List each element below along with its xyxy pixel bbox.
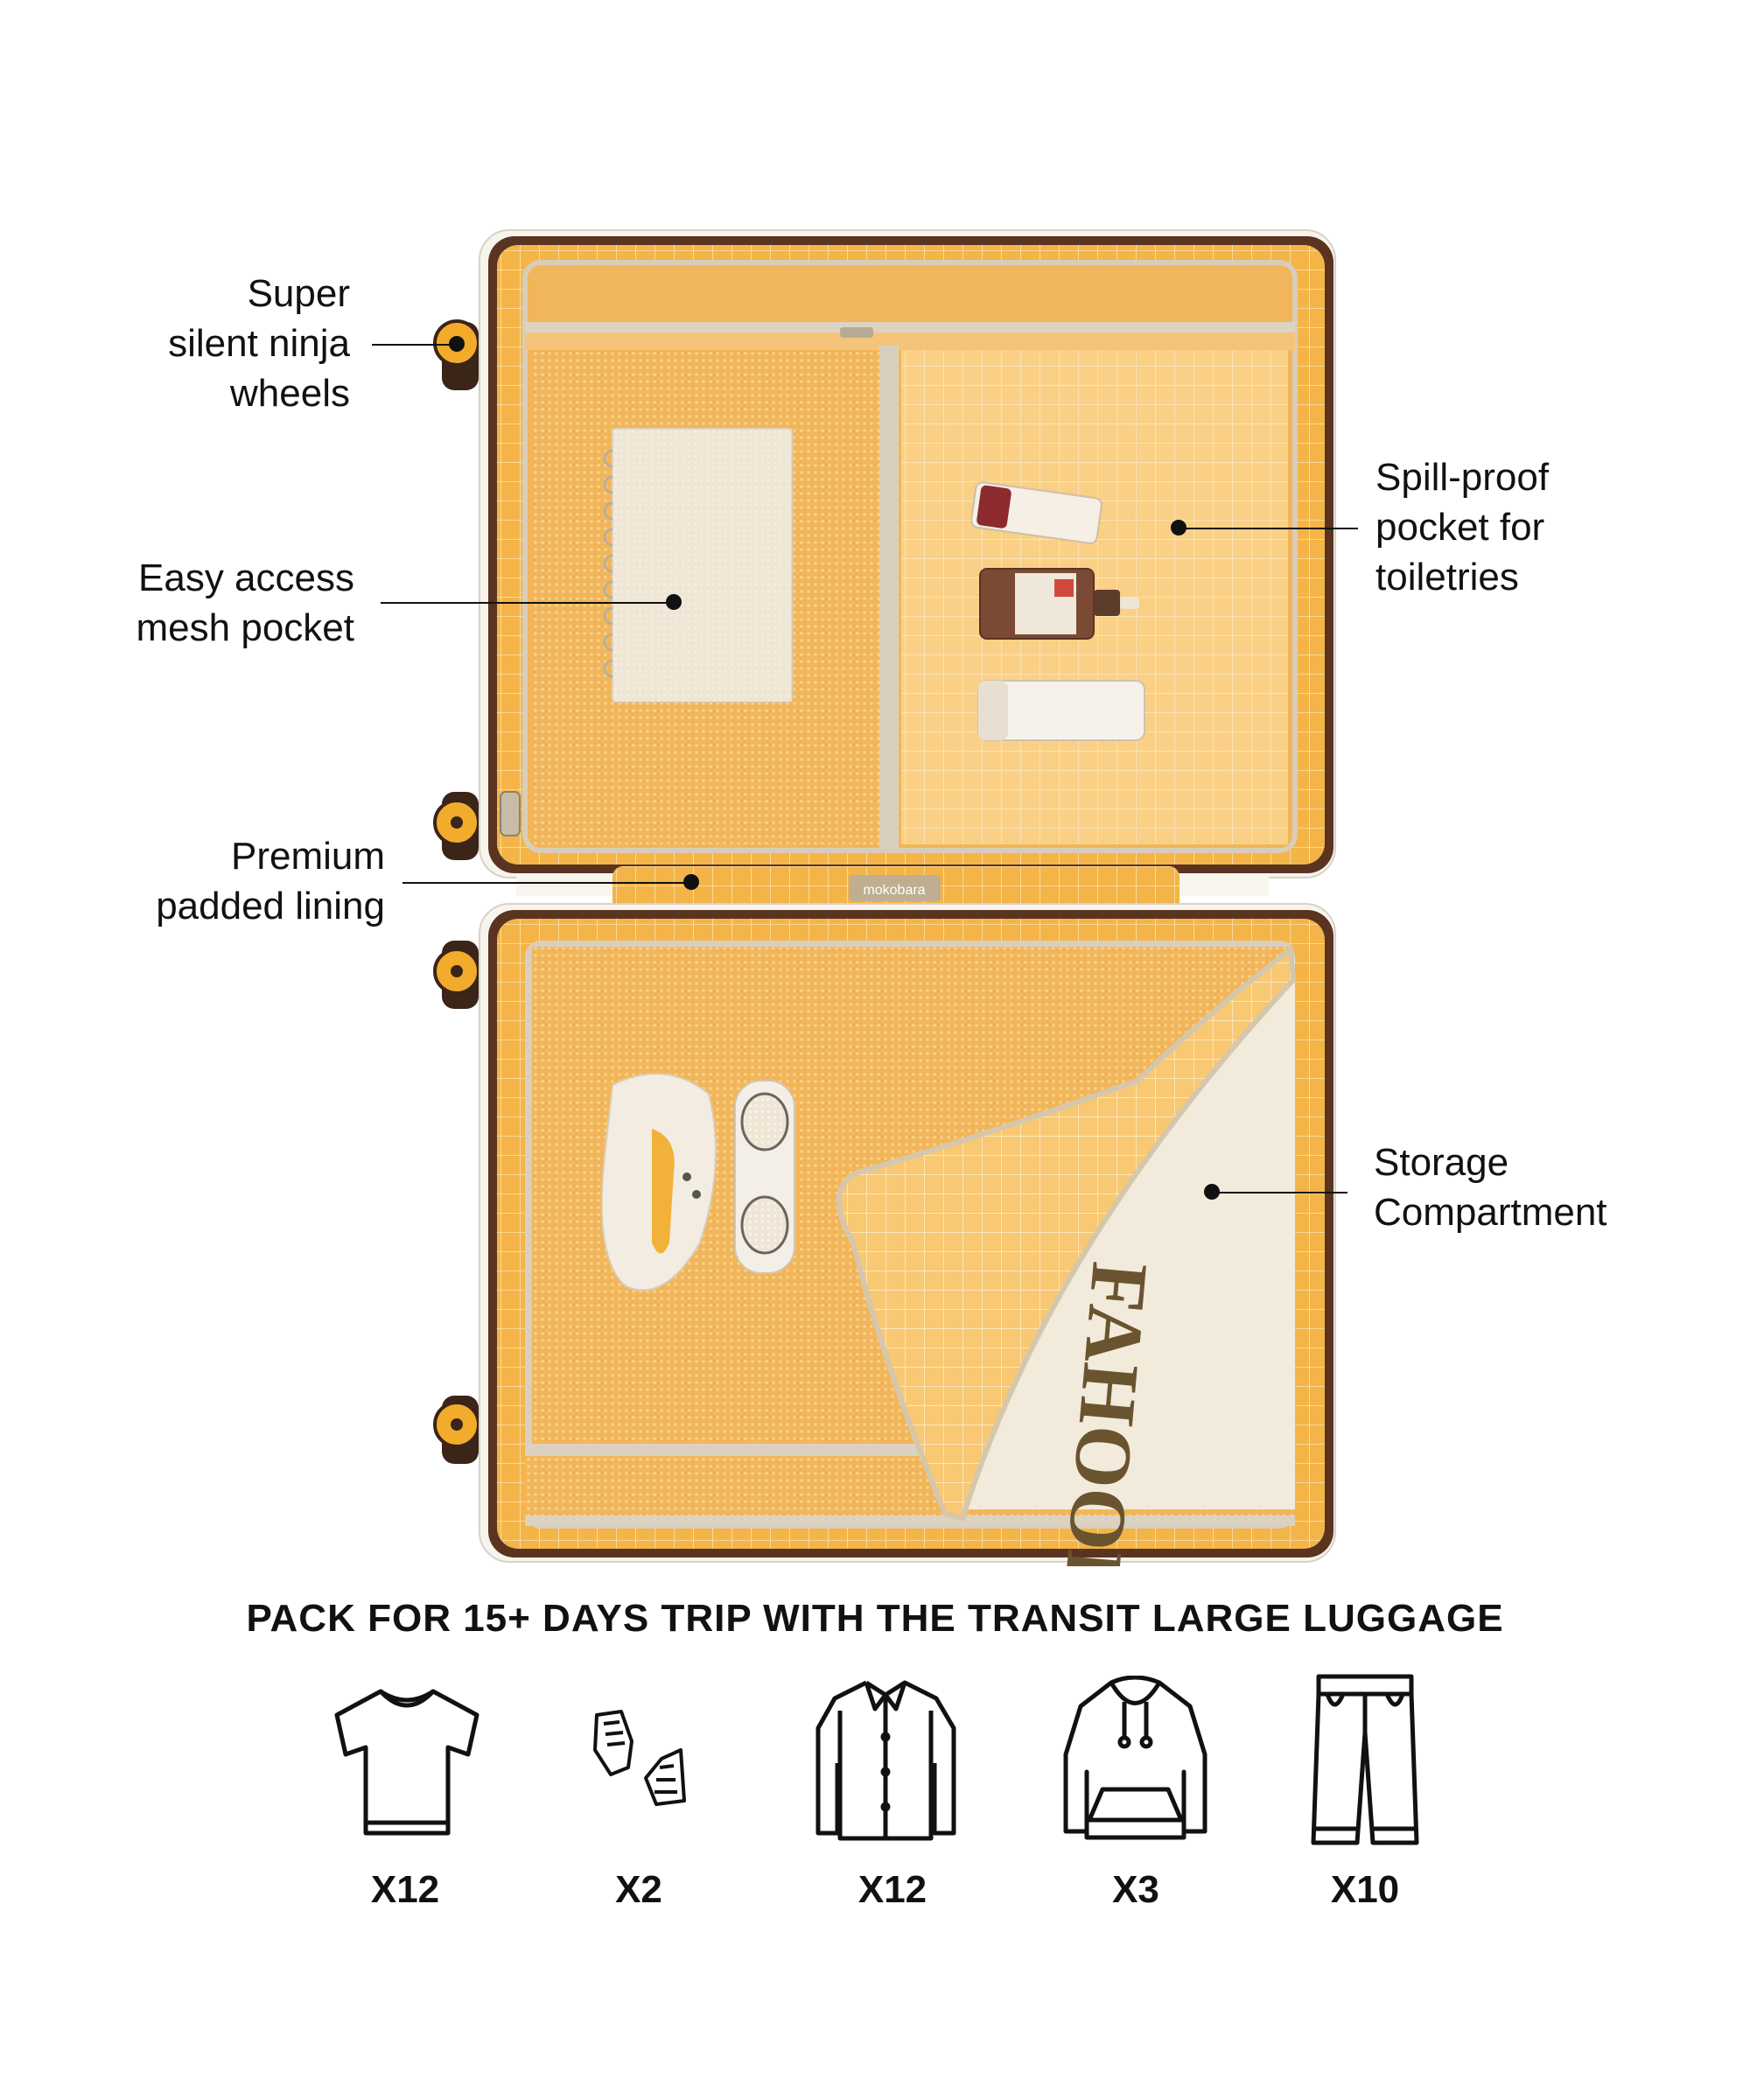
callout-spill-proof-line-1: Spill-proof	[1376, 456, 1550, 499]
tshirt-icon	[334, 1689, 480, 1836]
callout-storage-line-2: Compartment	[1374, 1191, 1607, 1234]
hoodie-icon	[1063, 1676, 1208, 1840]
callout-wheels-line-2: silent ninja	[168, 322, 350, 365]
leader-line-spill-proof	[1179, 528, 1358, 529]
callout-spill-proof: Spill-proof pocket for toiletries	[1376, 452, 1638, 602]
sunglasses-icon	[734, 1080, 795, 1274]
leader-dot-spill-proof	[1171, 520, 1186, 536]
sneakers-icon	[593, 1710, 686, 1806]
callout-mesh-pocket-line-1: Easy access	[138, 556, 354, 599]
callout-mesh-pocket: Easy access mesh pocket	[88, 553, 354, 653]
sleep-mask-icon	[600, 1073, 717, 1292]
callout-wheels-line-3: wheels	[230, 372, 350, 415]
shirt-icon	[816, 1680, 956, 1841]
pack-headline: PACK FOR 15+ DAYS TRIP WITH THE TRANSIT …	[246, 1597, 1504, 1640]
callout-lining: Premium padded lining	[88, 831, 385, 931]
leader-line-storage	[1212, 1192, 1348, 1194]
pack-count-shirt: X12	[858, 1868, 928, 1911]
wheel-icon	[433, 319, 480, 1464]
leader-line-lining	[402, 882, 691, 884]
leader-dot-wheels	[449, 336, 465, 352]
callout-mesh-pocket-line-2: mesh pocket	[136, 606, 354, 649]
leader-line-mesh-pocket	[381, 602, 674, 604]
callout-wheels-line-1: Super	[247, 272, 350, 315]
callout-lining-line-1: Premium	[230, 835, 385, 878]
callout-storage: Storage Compartment	[1374, 1138, 1680, 1237]
pack-count-trousers: X10	[1330, 1868, 1400, 1911]
pack-count-tshirt: X12	[370, 1868, 440, 1911]
pack-count-sneakers: X2	[615, 1868, 662, 1911]
leader-line-wheels	[372, 344, 457, 346]
callout-spill-proof-line-3: toiletries	[1376, 556, 1519, 598]
callout-lining-line-2: padded lining	[156, 885, 385, 928]
toiletries-icon	[970, 481, 1145, 741]
brand-tag: mokobara	[863, 883, 925, 898]
storage-flap: FAHOOD	[836, 944, 1297, 1566]
leader-dot-lining	[683, 874, 699, 890]
pack-count-hoodie: X3	[1112, 1868, 1159, 1911]
suitcase-illustration: mokobara FAHOOD	[433, 229, 1336, 1566]
callout-storage-line-1: Storage	[1374, 1141, 1509, 1184]
trousers-icon	[1311, 1674, 1419, 1845]
leader-dot-storage	[1204, 1184, 1220, 1200]
notebook-icon	[603, 428, 793, 703]
callout-wheels: Super silent ninja wheels	[131, 269, 350, 418]
callout-spill-proof-line-2: pocket for	[1376, 506, 1545, 549]
leader-dot-mesh-pocket	[666, 594, 682, 610]
